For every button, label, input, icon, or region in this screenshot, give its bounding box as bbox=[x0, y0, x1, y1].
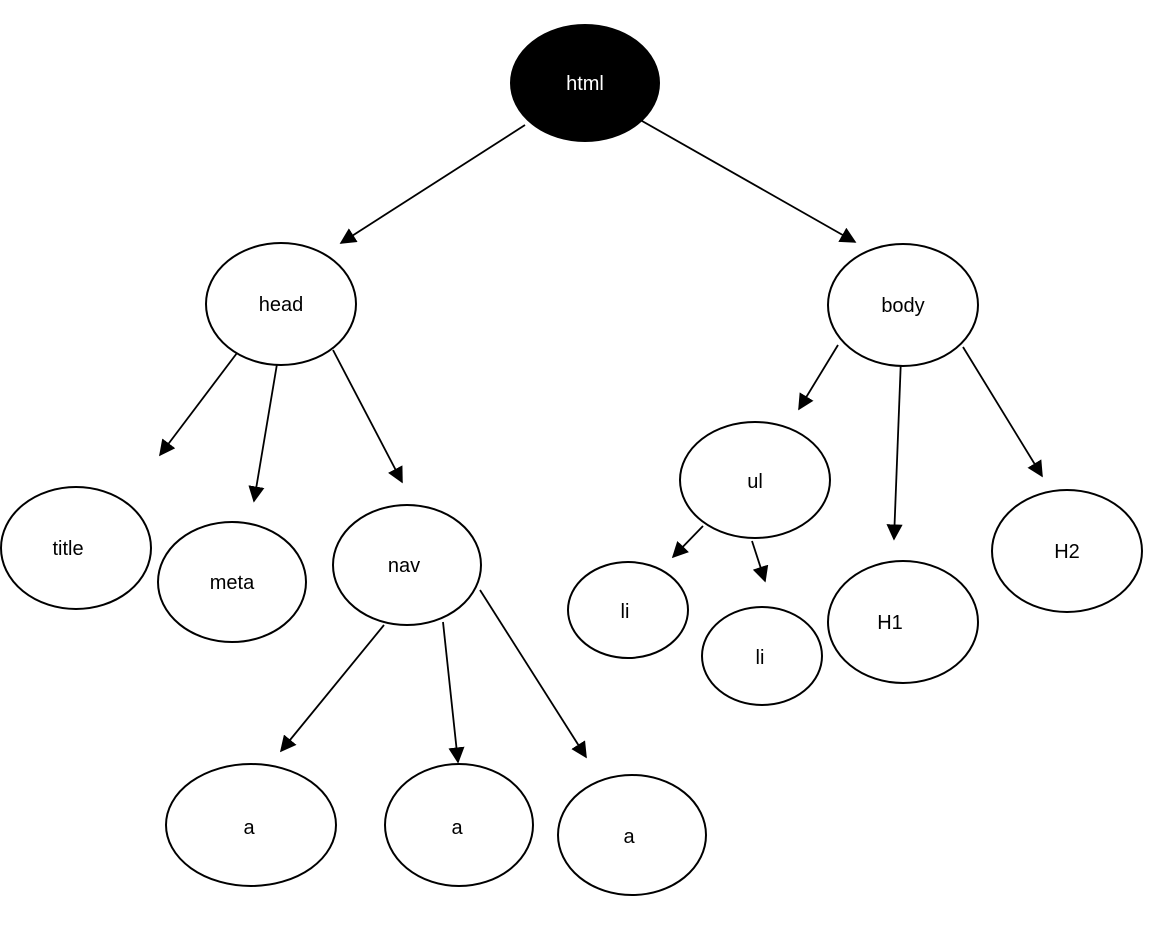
node-li2: li bbox=[701, 606, 823, 706]
node-meta-shape bbox=[157, 521, 307, 643]
edges bbox=[159, 112, 1043, 764]
node-ul: ul bbox=[679, 421, 831, 539]
node-li1-label: li bbox=[621, 601, 630, 623]
edge-ul-li1 bbox=[671, 525, 704, 559]
edge-nav-a1 bbox=[279, 624, 385, 753]
node-nav-label: nav bbox=[388, 555, 420, 577]
node-a3-label: a bbox=[623, 826, 635, 848]
node-title: title bbox=[0, 486, 152, 610]
node-nav-shape bbox=[332, 504, 482, 626]
edge-body-h1 bbox=[886, 357, 903, 541]
node-a1-label: a bbox=[243, 817, 255, 839]
node-a3: a bbox=[557, 774, 707, 896]
edge-html-head bbox=[339, 124, 526, 244]
node-li1: li bbox=[567, 561, 689, 659]
node-a3-shape bbox=[557, 774, 707, 896]
edge-html-body bbox=[627, 112, 857, 243]
node-body-shape bbox=[827, 243, 979, 367]
node-body-label: body bbox=[881, 295, 924, 317]
edge-head-nav bbox=[332, 349, 403, 484]
node-head-label: head bbox=[259, 294, 304, 316]
edge-nav-a3 bbox=[479, 589, 587, 759]
node-html-label: html bbox=[566, 73, 604, 95]
edge-head-title bbox=[159, 352, 238, 457]
node-head-shape bbox=[205, 242, 357, 366]
node-h1-shape bbox=[827, 560, 979, 684]
edge-body-h2 bbox=[962, 346, 1043, 478]
node-ul-shape bbox=[679, 421, 831, 539]
node-html: html bbox=[510, 24, 660, 142]
node-h2-label: H2 bbox=[1054, 541, 1080, 563]
node-a1-shape bbox=[165, 763, 337, 887]
edge-head-meta bbox=[248, 363, 278, 503]
node-a2: a bbox=[384, 763, 534, 887]
node-html-shape bbox=[510, 24, 660, 142]
node-li2-shape bbox=[701, 606, 823, 706]
node-ul-label: ul bbox=[747, 471, 763, 493]
node-h1: H1 bbox=[827, 560, 979, 684]
node-li1-shape bbox=[567, 561, 689, 659]
node-a2-shape bbox=[384, 763, 534, 887]
node-title-shape bbox=[0, 486, 152, 610]
node-meta: meta bbox=[157, 521, 307, 643]
node-a1: a bbox=[165, 763, 337, 887]
node-h1-label: H1 bbox=[877, 612, 903, 634]
node-a2-label: a bbox=[451, 817, 463, 839]
nodes: html head body title meta nav a bbox=[0, 24, 1143, 896]
node-body: body bbox=[827, 243, 979, 367]
edge-nav-a2 bbox=[442, 621, 465, 764]
edge-body-ul bbox=[798, 344, 839, 411]
node-title-label: title bbox=[52, 538, 83, 560]
node-li2-label: li bbox=[756, 647, 765, 669]
node-h2-shape bbox=[991, 489, 1143, 613]
node-head: head bbox=[205, 242, 357, 366]
node-nav: nav bbox=[332, 504, 482, 626]
node-h2: H2 bbox=[991, 489, 1143, 613]
edge-ul-li2 bbox=[751, 540, 769, 583]
node-meta-label: meta bbox=[210, 572, 255, 594]
